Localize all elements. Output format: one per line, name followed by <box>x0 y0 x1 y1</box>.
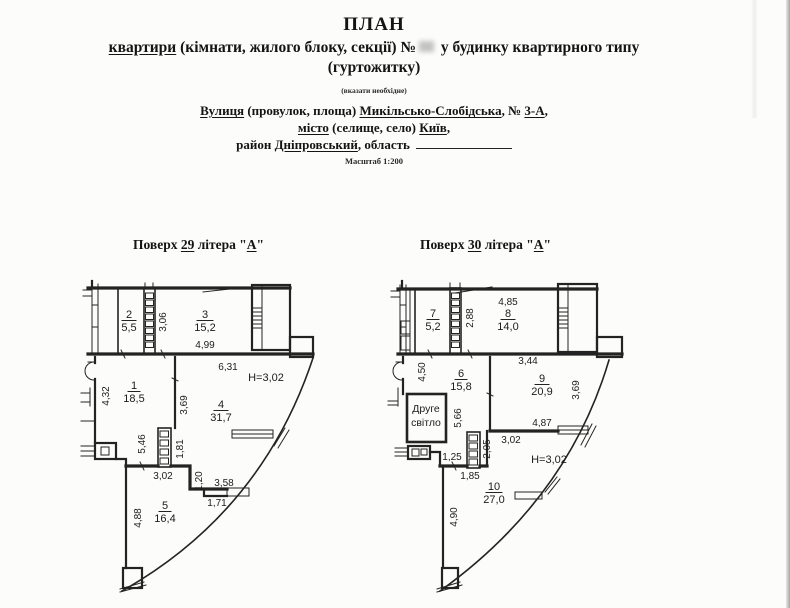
dimension-label: 3,02 <box>153 471 173 482</box>
document-subtitle: квартири (кімнати, жилого блоку, секції)… <box>108 39 640 56</box>
address-block: Вулиця (провулок, площа) Микільсько-Слоб… <box>0 102 748 153</box>
room-area: 16,4 <box>154 513 175 525</box>
room-number: 6 <box>458 368 464 380</box>
dimension-label: 4,99 <box>195 340 215 351</box>
subtitle-underlined-word: квартири <box>108 39 177 56</box>
dimension-label: 2,88 <box>465 308 476 328</box>
floor-30-title: Поверх 30 літера "А" <box>420 237 552 252</box>
dimension-label: 1,85 <box>460 471 480 482</box>
floor-plan-29-walls <box>80 279 315 593</box>
room-area: 27,0 <box>483 494 504 506</box>
oblast-blank-line <box>415 136 512 149</box>
scan-crease-artifact <box>751 0 758 118</box>
second-light-label-line2: світло <box>411 417 441 429</box>
room-area: 18,5 <box>123 393 144 405</box>
address-street-line: Вулиця (провулок, площа) Микільсько-Слоб… <box>200 103 548 118</box>
dimension-label: 3,02 <box>501 435 521 446</box>
room-number: 1 <box>131 380 137 392</box>
dimension-label: 6,31 <box>218 362 238 373</box>
floor-29-title: Поверх 29 літера "А" <box>133 237 265 252</box>
dimension-label: 3,69 <box>179 395 190 415</box>
room-number: 8 <box>505 308 511 320</box>
room-number: 4 <box>218 399 224 411</box>
room-number: 7 <box>430 308 436 320</box>
dimension-label: 1,25 <box>442 452 462 463</box>
dimension-label: 4,50 <box>417 362 428 382</box>
ceiling-height-label: H=3,02 <box>248 372 284 384</box>
document-subtitle-2: (гуртожитку) <box>327 59 421 76</box>
room-area: 15,8 <box>450 381 471 393</box>
dimension-label: 4,87 <box>532 418 552 429</box>
room-number: 2 <box>126 309 132 321</box>
second-light-label-line1: Друге <box>412 403 440 415</box>
dimension-label: 3,44 <box>518 356 538 367</box>
document-header: ПЛАН квартири (кімнати, жилого блоку, се… <box>0 0 748 166</box>
room-area: 5,5 <box>121 322 136 334</box>
ceiling-height-label: H=3,02 <box>531 454 567 466</box>
room-area: 31,7 <box>210 412 231 424</box>
document-title: ПЛАН <box>343 14 405 35</box>
dimension-label: 1,81 <box>175 439 186 459</box>
apartment-number-smudge <box>419 41 435 52</box>
room-number: 5 <box>162 500 168 512</box>
dimension-label: 4,88 <box>133 508 144 528</box>
address-district-line: район Дніпровський, область <box>0 136 748 153</box>
floor-plan-29-labels: 2 5,5 3 15,2 1 18,5 4 31,7 5 16,4 3,06 4… <box>101 309 284 528</box>
dimension-label: 1,71 <box>207 498 227 509</box>
room-area: 5,2 <box>425 321 440 333</box>
dimension-label: 1,20 <box>194 471 205 491</box>
room-number: 3 <box>202 309 208 321</box>
dimension-label: 3,69 <box>571 380 582 400</box>
dimension-label: 3,06 <box>158 312 169 332</box>
room-area: 14,0 <box>497 321 518 333</box>
scale-note: Масштаб 1:200 <box>345 156 403 166</box>
room-area: 15,2 <box>194 322 215 334</box>
scan-edge-artifact <box>786 0 790 608</box>
room-number: 10 <box>488 481 500 493</box>
dimension-label: 4,90 <box>449 507 460 527</box>
dimension-label: 2,05 <box>482 439 493 459</box>
room-number: 9 <box>539 373 545 385</box>
dimension-label: 5,66 <box>453 408 464 428</box>
dimension-label: 4,32 <box>101 386 112 406</box>
form-note: (вказати необхідне) <box>341 86 407 95</box>
dimension-label: 3,58 <box>214 478 234 489</box>
room-area: 20,9 <box>531 386 552 398</box>
dimension-label: 5,46 <box>137 434 148 454</box>
floor-plan-30-labels: 7 5,2 8 14,0 6 15,8 9 20,9 10 27,0 Друге… <box>411 297 582 527</box>
floor-plan-30-walls <box>387 279 624 593</box>
dimension-label: 4,85 <box>498 297 518 308</box>
address-city-line: місто (селище, село) Київ, <box>297 120 451 135</box>
